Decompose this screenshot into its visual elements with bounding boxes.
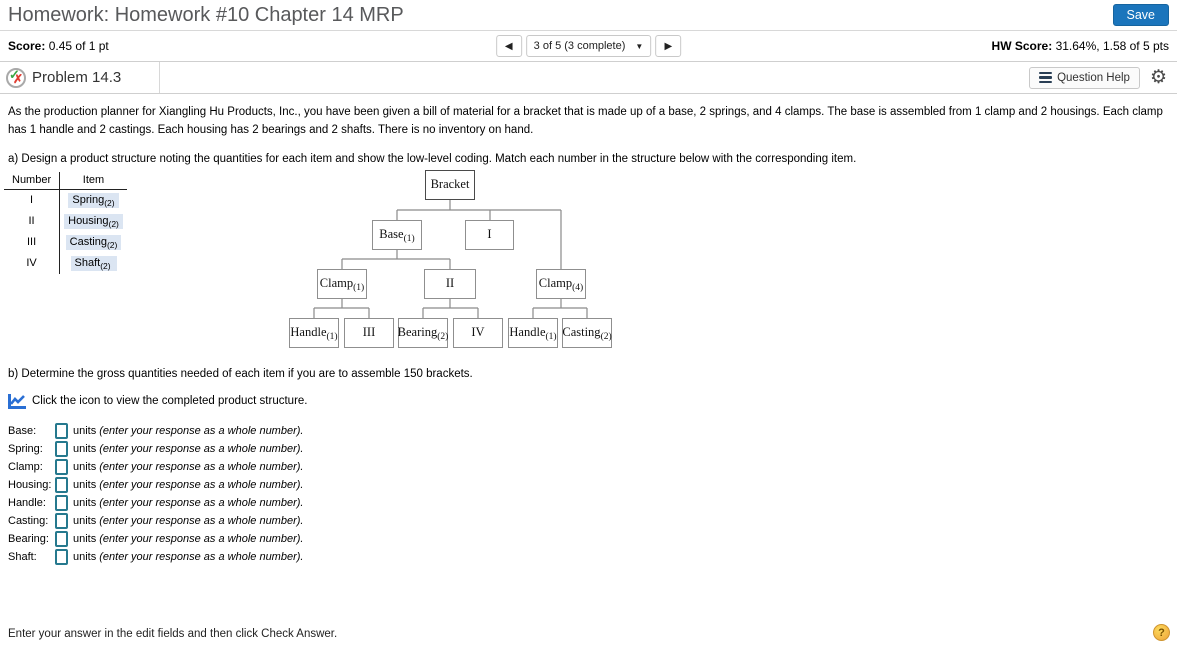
tree-node-casting: Casting(2) <box>562 317 612 348</box>
tree-node-handle-right: Handle(1) <box>508 317 558 348</box>
answer-row-housing: Housing: units (enter your response as a… <box>8 476 304 493</box>
icon-caption: Click the icon to view the completed pro… <box>32 395 308 408</box>
match-item-dropdown[interactable]: Casting(2) <box>65 234 122 250</box>
tree-connectors <box>313 199 588 318</box>
question-help-button[interactable]: Question Help <box>1029 66 1140 89</box>
match-table-header-item: Item <box>59 171 127 190</box>
handle-units-input[interactable] <box>55 494 68 511</box>
problem-header: ✓ ✗ Problem 14.3 <box>0 62 160 93</box>
casting-units-input[interactable] <box>55 512 68 529</box>
match-table: Number Item I Spring(2) II Housing(2) II… <box>4 171 127 274</box>
match-number: II <box>28 215 35 228</box>
question-select-dropdown[interactable]: 3 of 5 (3 complete) ▼ <box>525 35 652 57</box>
shaft-units-input[interactable] <box>55 548 68 565</box>
match-item-dropdown[interactable]: Housing(2) <box>64 213 123 229</box>
score-value: 0.45 of 1 pt <box>48 39 109 53</box>
answer-label: Base: <box>8 424 37 437</box>
question-navigator: ◀ 3 of 5 (3 complete) ▼ ▶ <box>495 35 682 57</box>
hw-score-label: HW Score: <box>991 39 1053 53</box>
score-bar: Score: 0.45 of 1 pt ◀ 3 of 5 (3 complete… <box>0 31 1177 62</box>
question-help-label: Question Help <box>1057 71 1130 84</box>
problem-stem: As the production planner for Xiangling … <box>8 106 1163 137</box>
problem-title: Problem 14.3 <box>32 69 122 86</box>
answer-row-base: Base: units (enter your response as a wh… <box>8 422 304 439</box>
tree-node-III: III <box>344 317 394 348</box>
save-button[interactable]: Save <box>1112 3 1169 27</box>
next-question-button[interactable]: ▶ <box>655 35 682 57</box>
tree-node-bracket: Bracket <box>425 169 475 200</box>
tree-node-II: II <box>424 268 476 299</box>
answer-label: Shaft: <box>8 550 37 563</box>
answer-label: Clamp: <box>8 460 43 473</box>
match-item-dropdown[interactable]: Spring(2) <box>68 192 119 208</box>
match-number: I <box>30 194 34 207</box>
table-row: IV Shaft(2) <box>4 252 127 274</box>
title-bar: Homework: Homework #10 Chapter 14 MRP Sa… <box>0 0 1177 31</box>
match-number: III <box>26 236 37 249</box>
answer-label: Handle: <box>8 496 46 509</box>
tree-node-IV: IV <box>453 317 503 348</box>
diagram-area: Number Item I Spring(2) II Housing(2) II… <box>0 169 1177 354</box>
tree-node-handle-left: Handle(1) <box>289 317 339 348</box>
chevron-down-icon: ▼ <box>635 41 644 51</box>
prev-question-button[interactable]: ◀ <box>495 35 522 57</box>
table-row: I Spring(2) <box>4 189 127 211</box>
score-text: Score: 0.45 of 1 pt <box>0 39 109 53</box>
bearing-units-input[interactable] <box>55 530 68 547</box>
answer-row-shaft: Shaft: units (enter your response as a w… <box>8 548 304 565</box>
structure-icon-line: Click the icon to view the completed pro… <box>8 393 1169 409</box>
tree-node-bearing: Bearing(2) <box>398 317 448 348</box>
match-number: IV <box>26 257 37 270</box>
answer-row-casting: Casting: units (enter your response as a… <box>8 512 304 529</box>
help-icon[interactable]: ? <box>1153 624 1170 641</box>
gear-icon[interactable]: ⚙ <box>1149 67 1167 88</box>
question-position: 3 of 5 (3 complete) <box>533 40 626 52</box>
match-table-header-number: Number <box>4 171 60 190</box>
answer-row-bearing: Bearing: units (enter your response as a… <box>8 530 304 547</box>
answer-fields: Base: units (enter your response as a wh… <box>8 422 1177 566</box>
page-title: Homework: Homework #10 Chapter 14 MRP <box>8 3 404 26</box>
partial-credit-icon: ✓ ✗ <box>6 67 26 88</box>
problem-bar: ✓ ✗ Problem 14.3 Question Help ⚙ <box>0 62 1177 94</box>
answer-row-spring: Spring: units (enter your response as a … <box>8 440 304 457</box>
hw-score-value: 31.64%, 1.58 of 5 pts <box>1055 39 1169 53</box>
table-row: III Casting(2) <box>4 231 127 253</box>
answer-row-handle: Handle: units (enter your response as a … <box>8 494 304 511</box>
clamp-units-input[interactable] <box>55 458 68 475</box>
tree-node-I: I <box>465 219 514 250</box>
base-units-input[interactable] <box>55 422 68 439</box>
list-icon <box>1039 71 1053 84</box>
housing-units-input[interactable] <box>55 476 68 493</box>
answer-label: Bearing: <box>8 532 49 545</box>
answer-row-clamp: Clamp: units (enter your response as a w… <box>8 458 304 475</box>
score-label: Score: <box>8 39 46 53</box>
tree-node-base: Base(1) <box>372 219 422 250</box>
hw-score-text: HW Score: 31.64%, 1.58 of 5 pts <box>992 39 1169 53</box>
answer-label: Casting: <box>8 514 49 527</box>
table-row: II Housing(2) <box>4 210 127 232</box>
tree-node-clamp1: Clamp(1) <box>317 268 367 299</box>
part-a-text: a) Design a product structure noting the… <box>8 152 857 165</box>
part-b-text: b) Determine the gross quantities needed… <box>8 367 473 380</box>
spring-units-input[interactable] <box>55 440 68 457</box>
tree-node-clamp4: Clamp(4) <box>536 268 586 299</box>
match-item-dropdown[interactable]: Shaft(2) <box>70 255 117 271</box>
answer-label: Spring: <box>8 442 43 455</box>
answer-label: Housing: <box>8 478 52 491</box>
footer-instruction: Enter your answer in the edit fields and… <box>8 628 338 640</box>
chart-icon[interactable] <box>8 393 26 409</box>
